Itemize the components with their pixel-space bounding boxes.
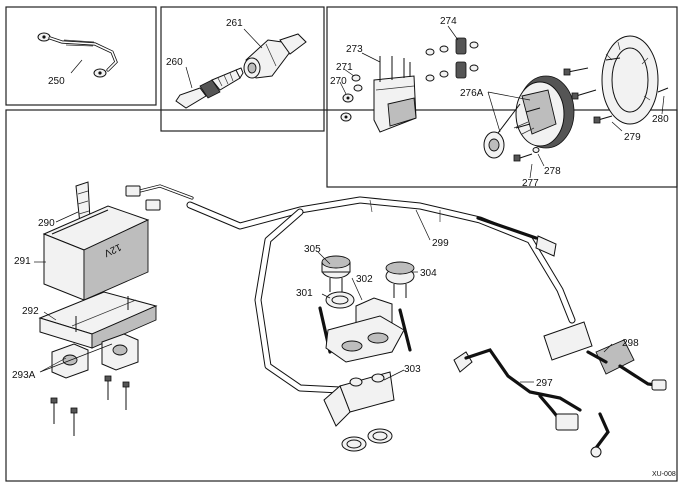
label-297: 297	[536, 378, 553, 389]
bracket-303	[323, 371, 395, 452]
washer-301	[325, 291, 355, 309]
pin-280	[657, 87, 669, 93]
label-278: 278	[544, 166, 561, 177]
spark-plug-260	[175, 67, 244, 109]
label-299: 299	[432, 238, 449, 249]
label-305: 305	[304, 244, 321, 255]
battery-mounts-293A	[50, 333, 139, 436]
label-276A: 276A	[460, 88, 484, 99]
panel-ground-cable	[5, 6, 157, 106]
label-301: 301	[296, 288, 313, 299]
connector-298	[543, 321, 667, 391]
switch-304	[385, 261, 415, 298]
label-260: 260	[166, 57, 183, 68]
label-290: 290	[38, 218, 55, 229]
label-293A: 293A	[12, 370, 36, 381]
drawing-reference: XU-008	[652, 471, 676, 478]
label-270: 270	[330, 76, 347, 87]
label-271: 271	[336, 62, 353, 73]
stator-276A	[483, 75, 575, 159]
spark-plug-boot-261	[243, 33, 307, 79]
leader-lines	[34, 25, 665, 383]
regulator-273	[373, 56, 417, 133]
label-274: 274	[440, 16, 457, 27]
panel-spark-plug	[160, 6, 325, 132]
holder-302	[325, 297, 405, 363]
label-261: 261	[226, 18, 243, 29]
label-277: 277	[522, 178, 539, 189]
screws-279	[563, 57, 621, 124]
battery-tray-292	[38, 291, 158, 349]
label-280: 280	[652, 114, 669, 125]
switch-305	[321, 255, 351, 292]
label-302: 302	[356, 274, 373, 285]
label-303: 303	[404, 364, 421, 375]
label-273: 273	[346, 44, 363, 55]
label-298: 298	[622, 338, 639, 349]
stator-cover	[601, 35, 659, 125]
label-250: 250	[48, 76, 65, 87]
screws-277-278	[513, 107, 541, 162]
label-304: 304	[420, 268, 437, 279]
wiring-harness-299	[134, 184, 576, 394]
label-291: 291	[14, 256, 31, 267]
small-connectors	[125, 185, 557, 257]
label-279: 279	[624, 132, 641, 143]
battery-291	[42, 205, 150, 301]
mounts-274	[425, 37, 479, 82]
panel-ignition	[326, 6, 678, 188]
washers-270-271	[340, 74, 363, 122]
label-292: 292	[22, 306, 39, 317]
panel-main-harness	[5, 109, 678, 482]
ground-cable-250	[37, 32, 118, 78]
harness-297	[453, 348, 610, 458]
part-labels: 250 260 261 270 271 273 274 276A 277 278…	[12, 16, 669, 389]
